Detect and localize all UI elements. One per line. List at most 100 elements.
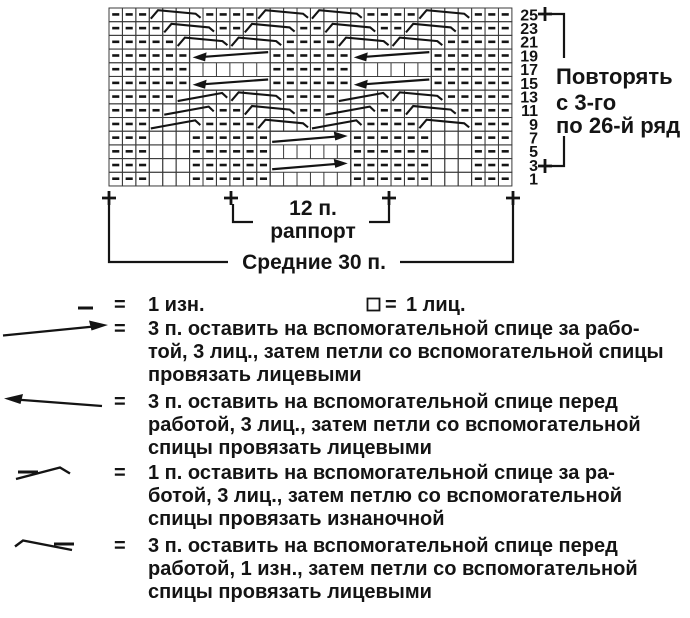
chart-cell	[417, 34, 432, 50]
purl-dash-icon	[78, 306, 93, 310]
legend-item-text: 1 п. оставить на вспомогательной спице з…	[148, 462, 622, 531]
chart-cell	[269, 103, 285, 119]
row-number: 15	[520, 76, 538, 93]
chart-cell	[189, 117, 204, 132]
chart-cell	[430, 130, 446, 146]
equals-sign: =	[385, 294, 397, 316]
legend-line: 3 п. оставить на вспомогательной спице з…	[148, 318, 640, 340]
cable-travel-symbol	[405, 22, 457, 34]
chart-cell	[175, 7, 191, 23]
row-number: 13	[520, 89, 538, 106]
bracket-bottom-segment	[549, 136, 566, 168]
legend-item-text: 3 п. оставить на вспомогательной спице п…	[148, 535, 638, 604]
legend-knit-label: 1 лиц.	[406, 294, 466, 316]
cable-travel-symbol	[391, 91, 444, 102]
row-number: 3	[529, 158, 538, 175]
cable-arrowhead-right	[333, 131, 348, 141]
chart-cell	[202, 34, 217, 50]
cable-arrow-left	[202, 78, 269, 86]
rapport-count-label: 12 п.	[289, 197, 337, 220]
row-number: 25	[520, 7, 538, 24]
chart-cell	[497, 171, 513, 187]
chart-cell	[283, 7, 298, 23]
legend-line: 1 п. оставить на вспомогательной спице з…	[148, 462, 615, 484]
chart-cell	[377, 89, 392, 105]
cable-arrow-left	[363, 78, 430, 86]
legend-line: спицы провязать лицевыми	[148, 437, 432, 459]
legend-item-text: 3 п. оставить на вспомогательной спице з…	[148, 318, 664, 387]
chart-cell	[444, 171, 459, 187]
row-number: 9	[529, 117, 538, 134]
equals-sign: =	[114, 462, 126, 484]
cable-arrow-left	[363, 51, 430, 59]
cable-travel-symbol	[325, 105, 376, 116]
cable-arrowhead-left	[353, 52, 368, 62]
cable-arrow-left-icon	[4, 394, 103, 408]
legend-line: 3 п. оставить на вспомогательной спице п…	[148, 391, 618, 413]
chart-cell	[417, 89, 432, 105]
row-number: 23	[520, 21, 538, 38]
row-number: 17	[520, 62, 538, 79]
cable-travel-symbol	[324, 22, 376, 34]
chart-cell	[162, 144, 177, 160]
chart-cell	[162, 130, 177, 146]
cable-arrowhead-left	[353, 79, 368, 89]
legend-line: той, 3 лиц., затем петли со вспомогатель…	[148, 341, 664, 363]
chart-cell	[457, 130, 473, 146]
chart-cell	[430, 144, 446, 160]
bracket-top-segment	[549, 12, 566, 58]
cable-travel-symbol	[150, 119, 202, 130]
equals-sign: =	[114, 391, 126, 413]
chart-cell	[430, 103, 446, 119]
cable-travel-symbol	[177, 91, 228, 103]
chart-cell	[363, 103, 379, 119]
chart-cell	[148, 171, 164, 187]
repeat-bracket	[538, 7, 566, 173]
cable-travel-symbol	[311, 9, 363, 20]
cable-travel-symbol	[418, 9, 470, 20]
fall-dash-hook-icon	[14, 539, 74, 552]
cable-arrow-right	[272, 135, 338, 143]
chart-cell	[444, 117, 459, 132]
chart-cell	[283, 117, 298, 132]
chart-cell	[336, 7, 352, 23]
cable-arrowhead-left	[192, 52, 207, 62]
chart-cell	[269, 21, 285, 36]
chart-cell	[444, 158, 459, 173]
cable-travel-symbol	[257, 9, 309, 20]
chart-cell	[457, 171, 473, 187]
rapport-bracket	[231, 204, 391, 224]
chart-cell	[430, 171, 446, 187]
cable-travel-symbol	[244, 22, 296, 34]
chart-cell	[148, 158, 164, 173]
equals-sign: =	[114, 535, 126, 557]
cable-travel-symbol	[244, 104, 296, 116]
chart-cell	[175, 130, 191, 146]
legend-purl-label: 1 изн.	[148, 294, 205, 316]
rapport-word-label: раппорт	[270, 220, 356, 243]
cable-travel-symbol	[230, 91, 282, 102]
chart-cell	[350, 117, 365, 132]
middle-30-label: Средние 30 п.	[242, 251, 386, 274]
cable-arrow-right	[272, 162, 338, 171]
repeat-label-line3: по 26-й ряд	[556, 113, 680, 138]
legend-line: 3 п. оставить на вспомогательной спице п…	[148, 535, 618, 557]
middle-30-bracket	[107, 205, 515, 264]
cable-travel-symbol	[257, 118, 309, 129]
repeat-label: Повторять с 3-го по 26-й ряд	[556, 64, 680, 138]
cable-travel-symbol	[338, 36, 390, 47]
cable-travel-symbol	[149, 9, 202, 20]
cable-box	[188, 48, 271, 91]
cable-travel-symbol	[311, 119, 363, 130]
chart-cell	[162, 171, 177, 187]
row-number: 5	[529, 144, 538, 161]
chart-cell	[350, 21, 365, 36]
repeat-label-line2: с 3-го	[556, 90, 616, 115]
row-number: 21	[520, 35, 538, 52]
chart-grid	[108, 7, 513, 187]
chart-cell	[162, 158, 177, 173]
legend-line: ботой, 3 лиц., затем петлю со вспомогате…	[148, 485, 623, 507]
legend-line: работой, 1 изн., затем петли со вспомога…	[148, 558, 638, 580]
